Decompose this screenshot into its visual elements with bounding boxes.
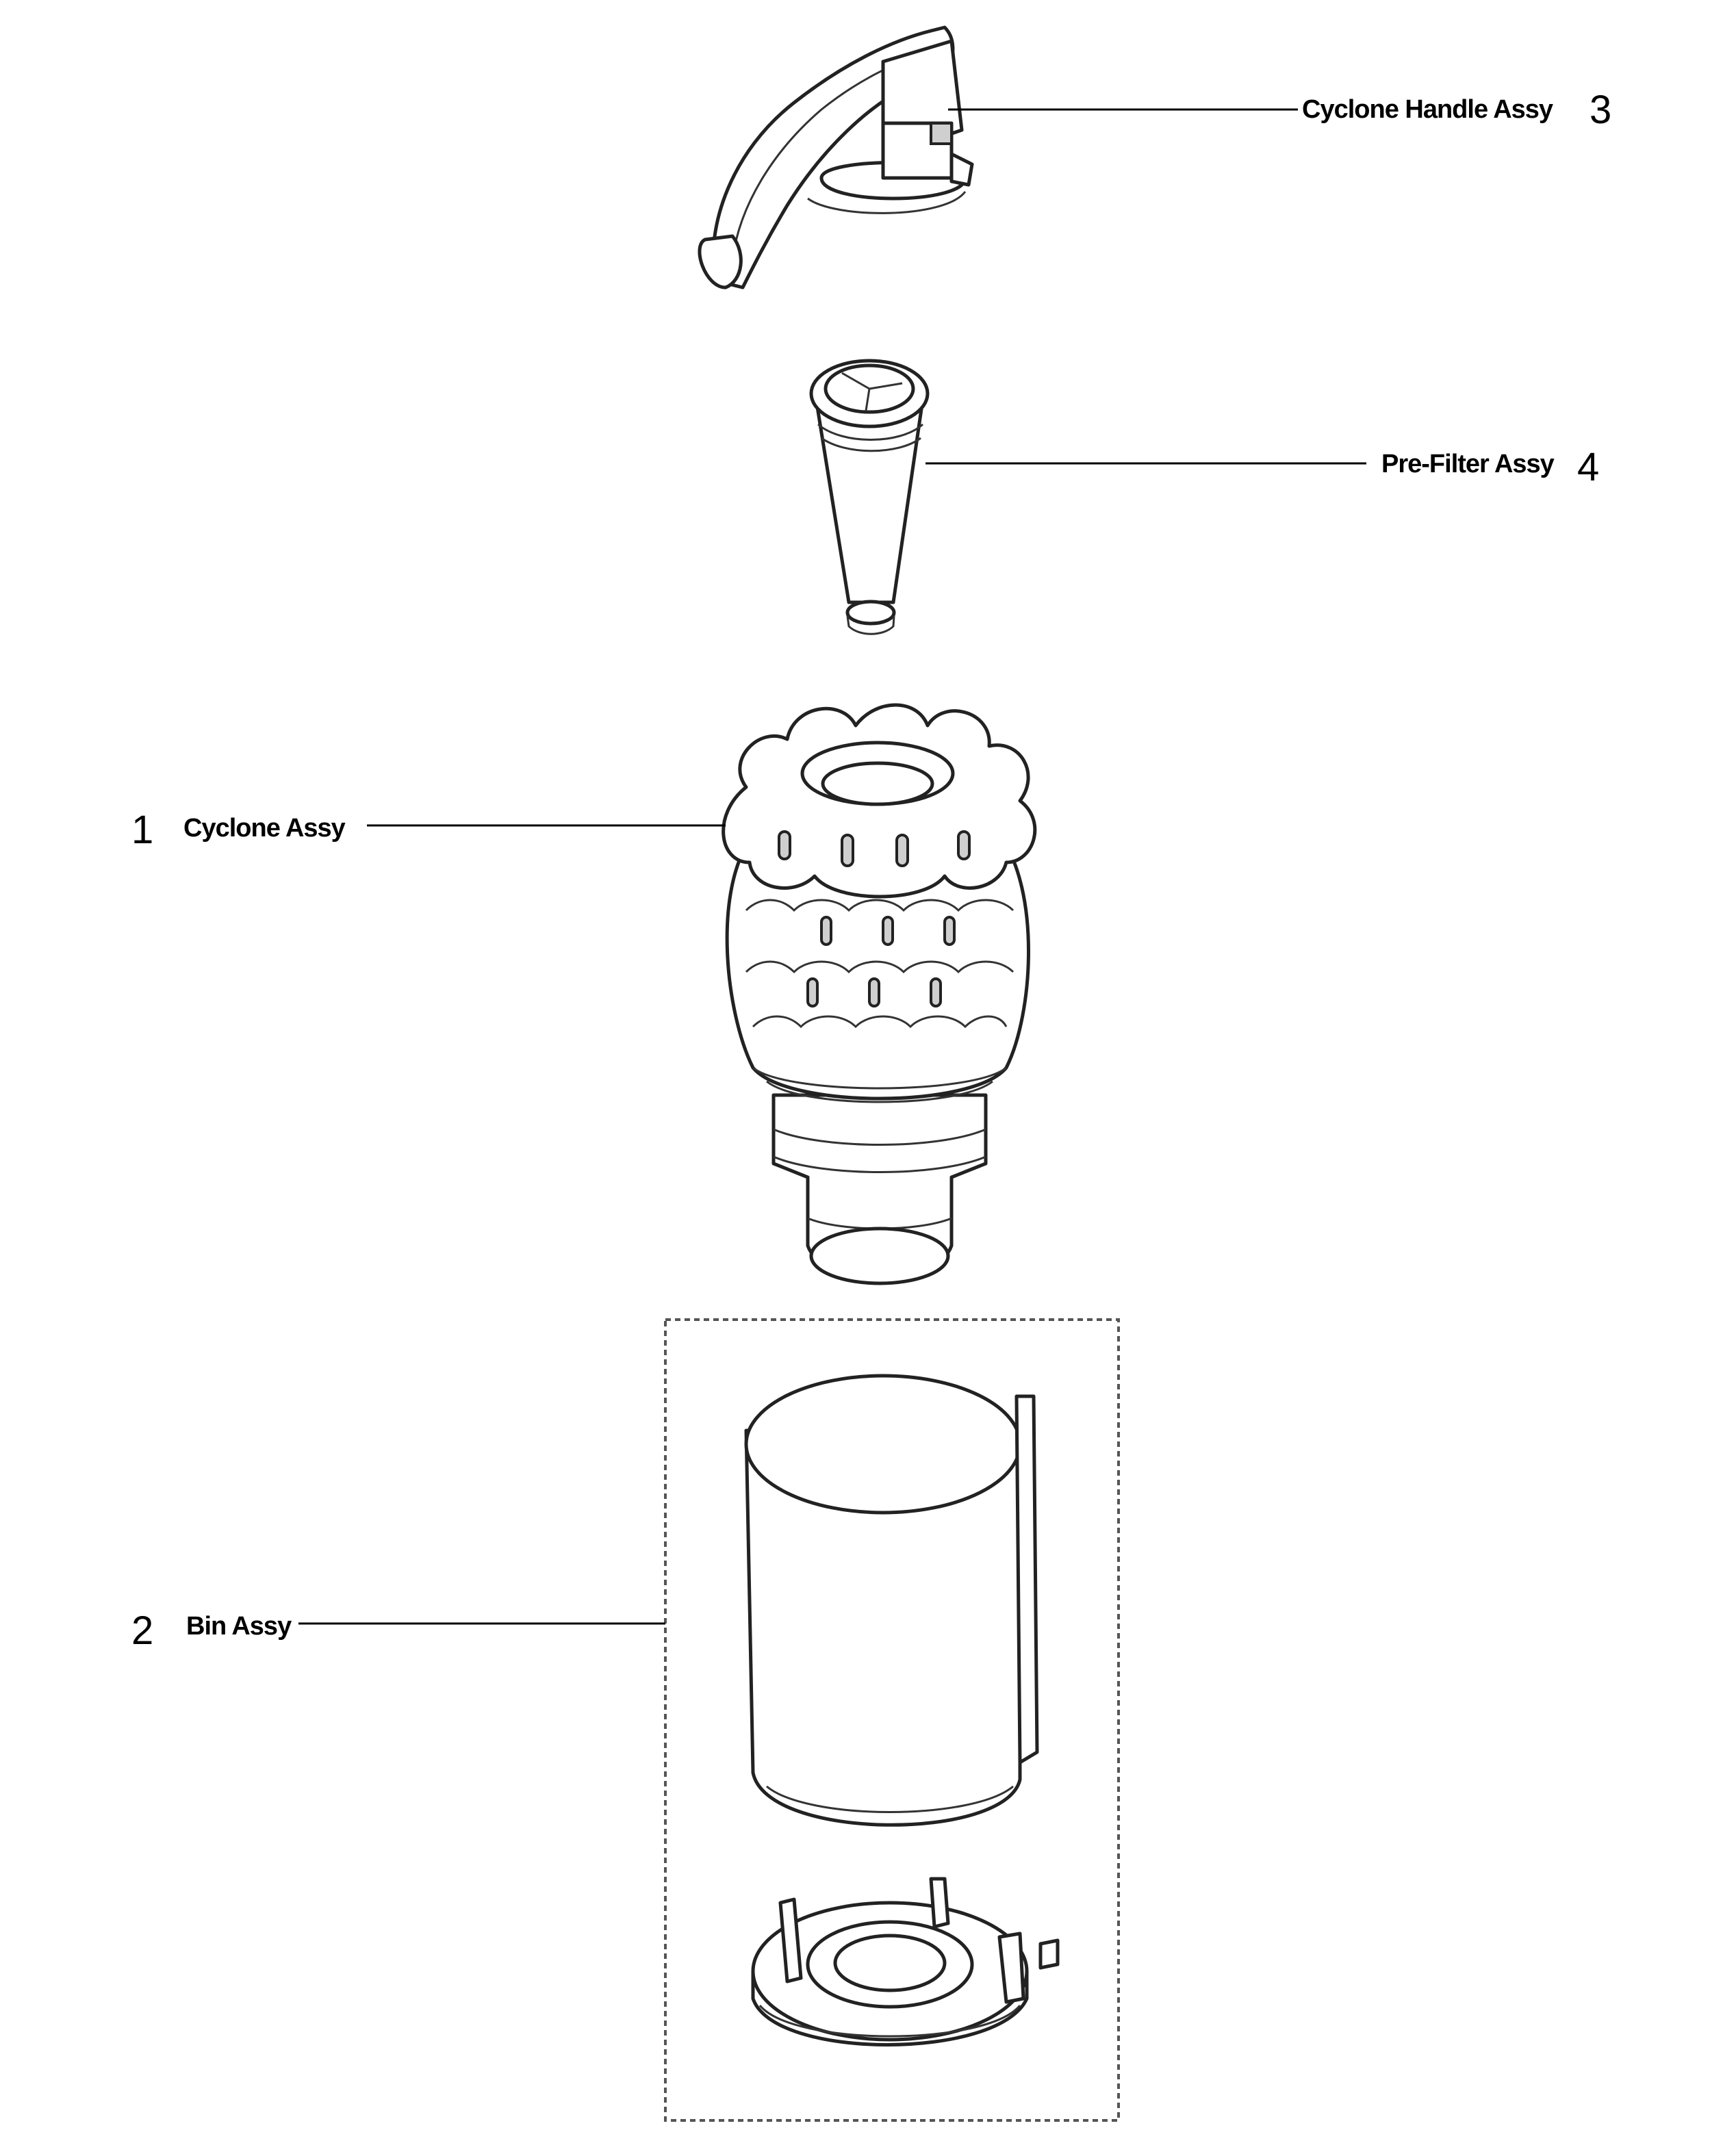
cyclone-assy-number: 1 (131, 808, 153, 852)
pre-filter-drawing (809, 359, 930, 635)
pre-filter-label: Pre-Filter Assy (1381, 450, 1555, 478)
bin-assy-number: 2 (131, 1608, 153, 1653)
bin-assy-group-box (664, 1318, 1120, 2122)
cyclone-handle-drawing (698, 25, 974, 290)
cyclone-assy-drawing (722, 703, 1037, 1285)
cyclone-assy-label: Cyclone Assy (183, 814, 346, 843)
cyclone-handle-label: Cyclone Handle Assy (1302, 95, 1553, 124)
pre-filter-number: 4 (1577, 445, 1599, 489)
cyclone-handle-number: 3 (1590, 88, 1611, 132)
bin-drawing (744, 1374, 1060, 2046)
bin-assy-label: Bin Assy (186, 1612, 292, 1641)
